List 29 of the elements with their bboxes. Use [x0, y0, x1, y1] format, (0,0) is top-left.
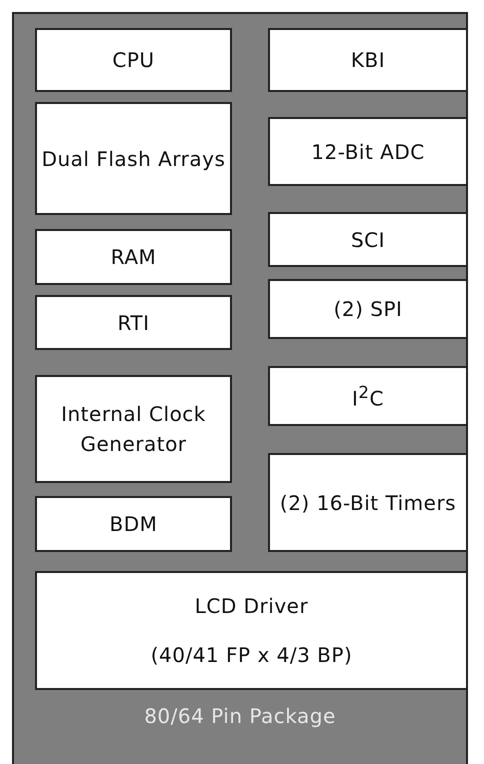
module-block: [35, 295, 232, 350]
module-label: (2) 16-Bit Timers: [280, 490, 456, 516]
module-block: [35, 102, 232, 215]
module-label: RTI: [117, 310, 150, 336]
module-label: 12-Bit ADC: [311, 138, 425, 166]
module-block: [268, 279, 468, 339]
module-label: LCD Driver: [194, 593, 308, 620]
module-block: [268, 28, 468, 92]
module-block: [268, 366, 468, 426]
module-label: I$^{2}$C: [352, 382, 384, 413]
module-block: [268, 453, 468, 552]
module-label: BDM: [110, 511, 158, 538]
module-block: [35, 571, 468, 690]
module-label: (2) SPI: [334, 296, 402, 323]
module-block: [35, 28, 232, 92]
module-label: KBI: [350, 47, 386, 74]
module-detail: (40/41 FP x 4/3 BP): [150, 642, 352, 669]
module-block: [268, 117, 468, 186]
module-block: [268, 212, 468, 267]
module-block: [35, 375, 232, 483]
module-label: SCI: [350, 226, 386, 254]
module-label: Internal Clock Generator: [60, 401, 207, 458]
module-block: [35, 496, 232, 552]
package-outline: [12, 12, 468, 764]
package-label: 80/64 Pin Package: [143, 704, 337, 728]
module-label: Dual Flash Arrays: [42, 146, 226, 172]
module-label: CPU: [112, 47, 155, 74]
module-block: [35, 229, 232, 285]
module-label: RAM: [110, 244, 156, 271]
